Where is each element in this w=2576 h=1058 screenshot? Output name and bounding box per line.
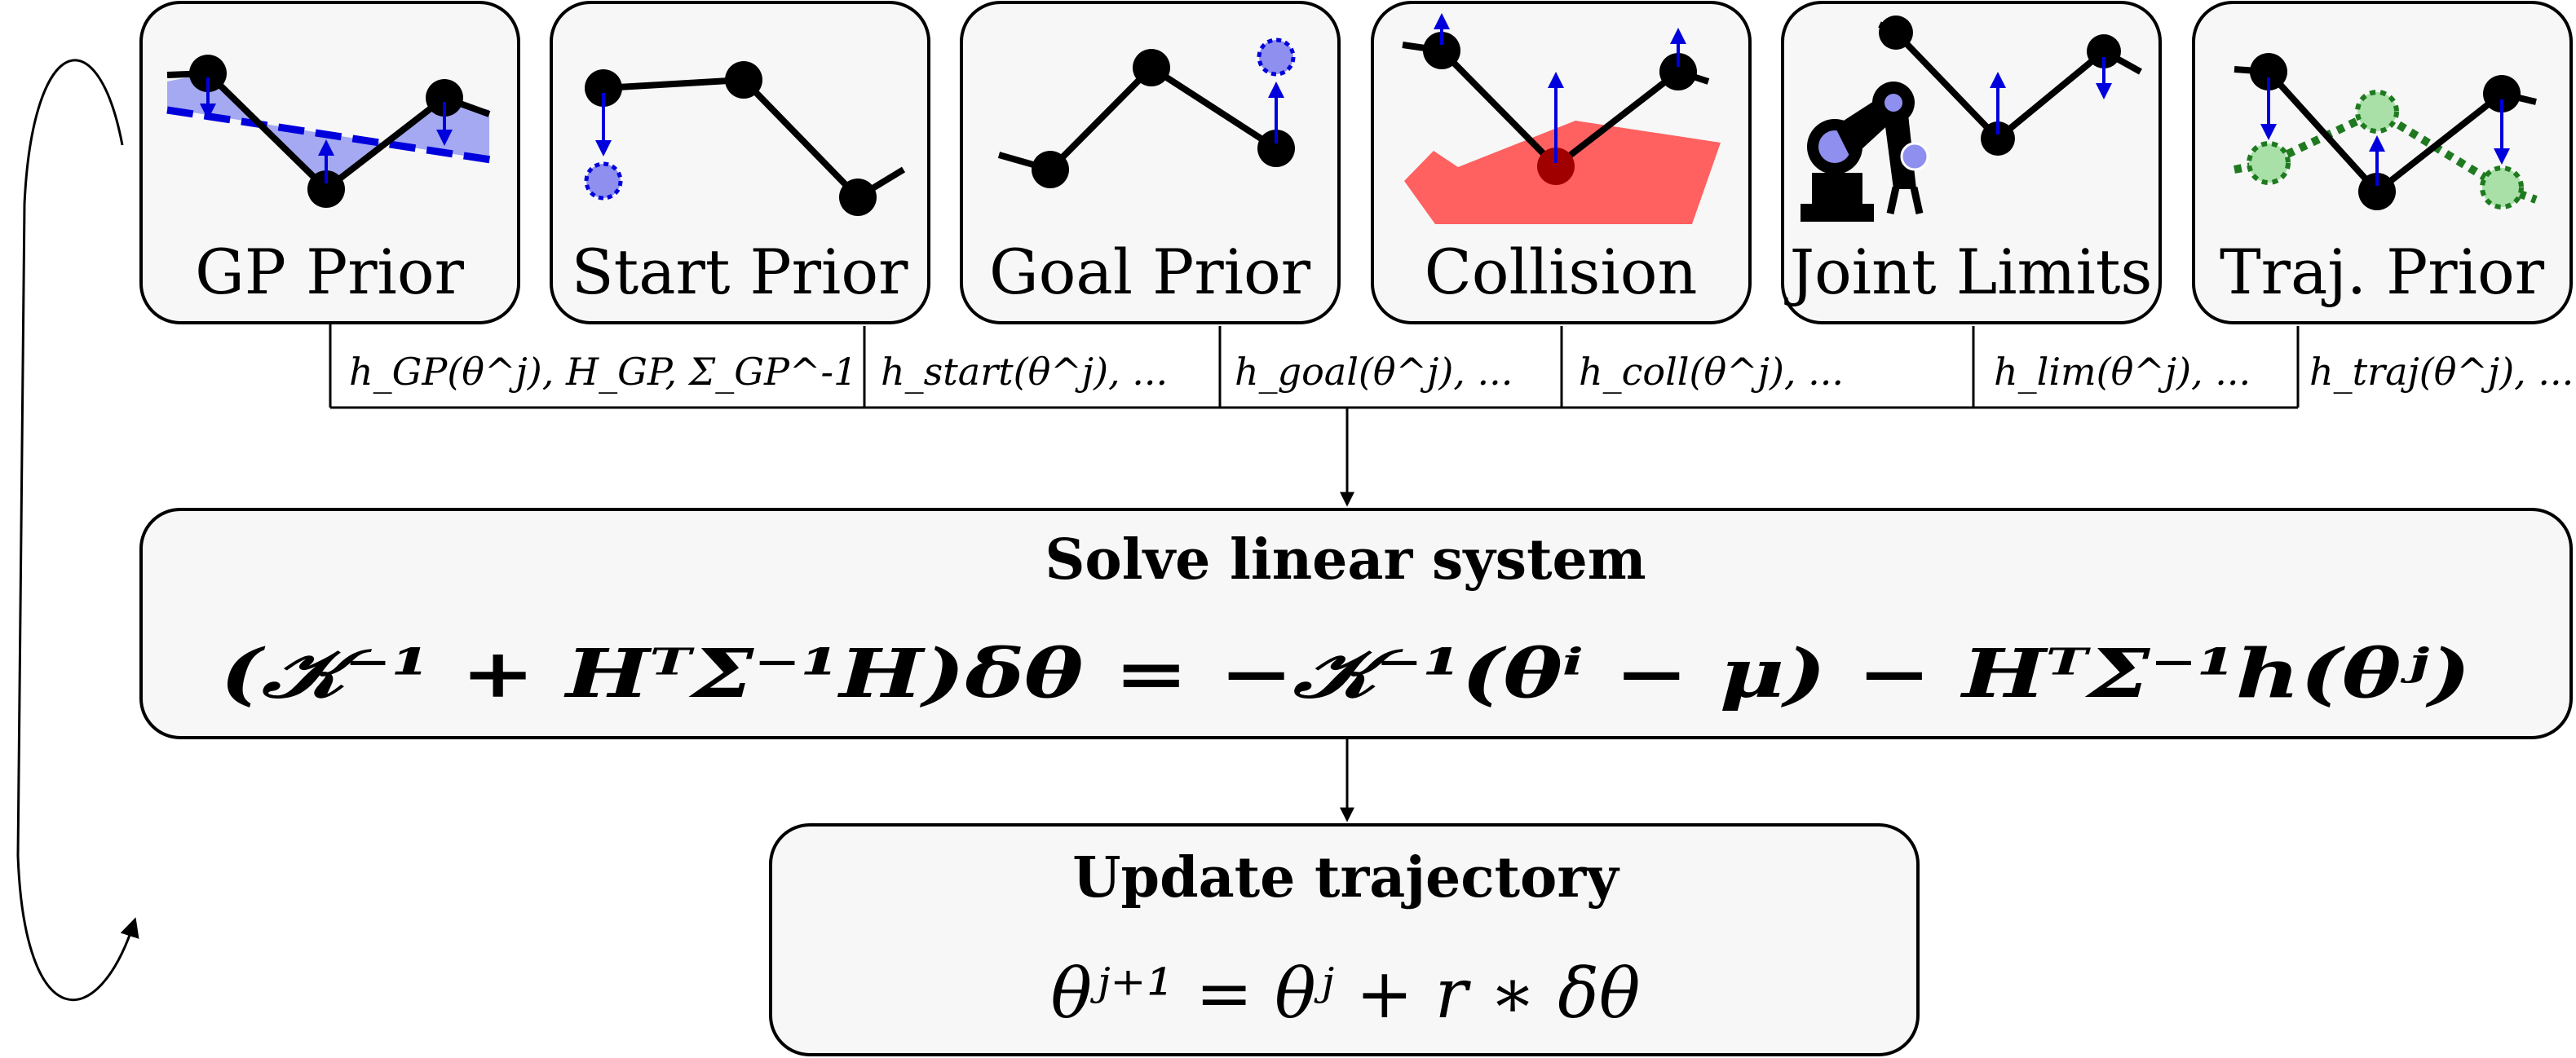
update-box-title: Update trajectory [1072,845,1620,910]
factor-start: h_start(θ^j), ... [881,350,1168,394]
gp-mean-dashed-line [166,106,492,164]
factor-collision: h_coll(θ^j), ... [1579,350,1844,394]
card-goal-prior: Goal Prior [960,1,1341,324]
card-traj-prior: Traj. Prior [2192,1,2573,324]
goal-target-node [1257,37,1296,77]
card-label-start-prior: Start Prior [572,236,908,308]
factor-output-bar: h_GP(θ^j), H_GP, Σ_GP^-1 h_start(θ^j), .… [329,324,2574,409]
factor-gp: h_GP(θ^j), H_GP, Σ_GP^-1 [349,350,857,394]
update-box-equation: θʲ⁺¹ = θʲ + r ∗ δθ [1051,954,1641,1034]
factor-traj: h_traj(θ^j), ... [2309,350,2574,394]
start-target-node [584,161,623,201]
factor-goal: h_goal(θ^j), ... [1235,350,1513,394]
factor-joint-limits: h_lim(θ^j), ... [1994,350,2251,394]
card-gp-prior: GP Prior [139,1,520,324]
card-collision: Collision [1371,1,1752,324]
card-label-collision: Collision [1425,236,1698,308]
card-label-joint-limits: Joint Limits [1784,236,2153,308]
colliding-node [1537,148,1575,185]
iteration-loop-arrow [16,59,139,1002]
card-start-prior: Start Prior [550,1,930,324]
robot-arm-icon [1801,82,1929,222]
card-label-goal-prior: Goal Prior [989,236,1311,308]
update-trajectory-box: Update trajectory θʲ⁺¹ = θʲ + r ∗ δθ [769,823,1920,1056]
card-label-traj-prior: Traj. Prior [2220,236,2545,308]
solve-box-title: Solve linear system [1045,527,1646,593]
card-joint-limits: Joint Limits [1781,1,2162,324]
solve-box-equation: (𝒦⁻¹ + HᵀΣ⁻¹H)δθ = −𝒦⁻¹(θⁱ − μ) − HᵀΣ⁻¹h… [220,635,2471,713]
solve-linear-system-box: Solve linear system (𝒦⁻¹ + HᵀΣ⁻¹H)δθ = −… [139,508,2573,739]
card-label-gp-prior: GP Prior [195,236,465,308]
